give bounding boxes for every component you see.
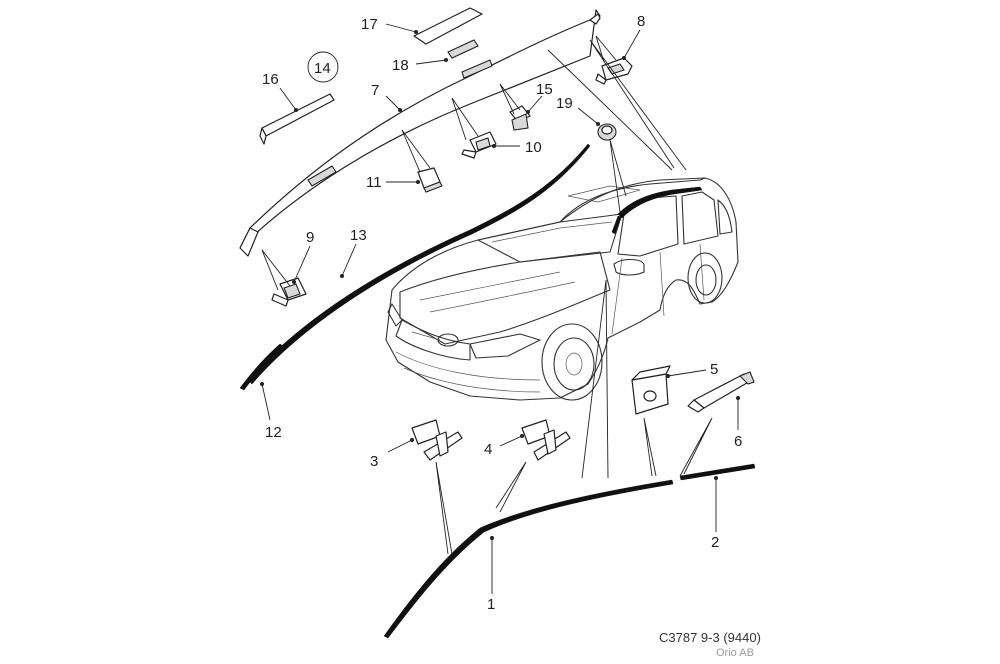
part-16-trim-piece (259, 93, 335, 145)
callout-8: 8 (637, 13, 645, 30)
callout-7: 7 (371, 82, 379, 99)
callout-labels: 1 2 3 4 5 6 7 8 9 10 11 12 13 14 15 16 1… (262, 13, 742, 613)
company-credit: Orio AB (716, 647, 754, 659)
exploded-view-lines (261, 35, 713, 555)
callout-11: 11 (366, 174, 382, 191)
callout-15: 15 (536, 81, 553, 98)
callout-2: 2 (711, 534, 719, 551)
part-3-clip (411, 419, 463, 461)
callout-5: 5 (710, 361, 718, 378)
part-5-end-cap (631, 365, 671, 415)
part-15-clip (509, 105, 531, 131)
callout-3: 3 (370, 453, 378, 470)
callout-17: 17 (361, 16, 378, 33)
part-19-plug (597, 123, 617, 141)
callout-14-circle (307, 51, 339, 83)
part-11-spacer-block (417, 167, 443, 193)
part-8-clip (595, 57, 633, 85)
callout-19: 19 (556, 95, 573, 112)
part-1-moulding (383, 479, 674, 639)
callout-14: 14 (314, 60, 331, 77)
part-10-clip (461, 131, 497, 159)
leader-lines (260, 23, 740, 594)
part-13-drip-strip (247, 143, 591, 385)
car-illustration (385, 177, 739, 401)
part-2-moulding (679, 463, 756, 481)
part-12-moulding-end (239, 343, 284, 391)
callout-1: 1 (487, 596, 495, 613)
callout-9: 9 (306, 229, 314, 246)
callout-10: 10 (525, 139, 542, 156)
part-17-cover-strip (413, 7, 483, 45)
callout-16: 16 (262, 71, 279, 88)
part-6-end-cap (687, 371, 755, 413)
callout-18: 18 (392, 57, 409, 74)
callout-6: 6 (734, 433, 742, 450)
part-4-clip (521, 419, 571, 461)
drawing-code: C3787 9-3 (9440) (659, 630, 761, 645)
part-7-roof-moulding (239, 9, 601, 257)
callout-4: 4 (484, 441, 492, 458)
part-18-pad (447, 39, 479, 59)
callout-13: 13 (350, 227, 367, 244)
part-9-clip (271, 277, 307, 307)
callout-12: 12 (265, 424, 282, 441)
